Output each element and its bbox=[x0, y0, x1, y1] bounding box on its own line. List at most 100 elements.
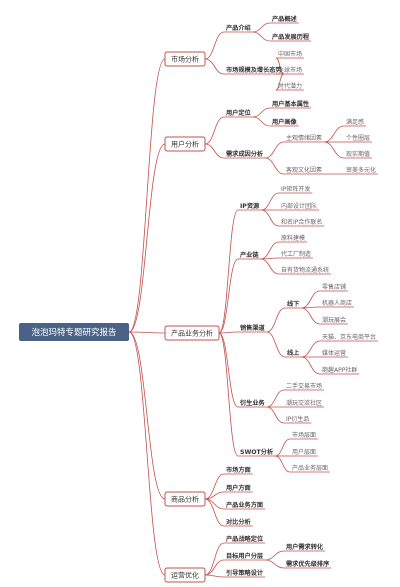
connector-o3 bbox=[204, 574, 225, 578]
branch-label: 产品业务分析 bbox=[171, 329, 213, 338]
connector-g3 bbox=[204, 498, 225, 510]
node-b2[interactable]: 产业链 bbox=[238, 251, 261, 260]
connector-b4a bbox=[266, 389, 285, 408]
node-b4a[interactable]: 二手交易市场 bbox=[284, 382, 325, 391]
connector-u2a bbox=[265, 141, 285, 159]
connector-u1b bbox=[252, 116, 271, 127]
node-label: 客观文化因素 bbox=[286, 166, 322, 174]
node-m2b[interactable]: 全球市场 bbox=[276, 66, 305, 75]
node-label: 零售店铺 bbox=[322, 283, 346, 291]
connector-u2 bbox=[204, 143, 225, 159]
node-b2b[interactable]: 代工厂制造 bbox=[279, 250, 314, 259]
node-label: 机器人商店 bbox=[322, 299, 352, 307]
connector-b1c bbox=[261, 209, 280, 227]
node-o2[interactable]: 目标用户分层 bbox=[224, 552, 266, 561]
node-label: 审美多元化 bbox=[346, 166, 376, 174]
node-u2b[interactable]: 客观文化因素 bbox=[284, 166, 325, 175]
node-label: 内部设计团队 bbox=[281, 202, 317, 210]
node-b2c[interactable]: 自有货物流通系统 bbox=[279, 266, 332, 275]
node-u1a[interactable]: 用户基本属性 bbox=[270, 100, 312, 109]
node-b3b[interactable]: 线上 bbox=[285, 349, 302, 358]
node-b4[interactable]: 衍生业务 bbox=[238, 399, 267, 408]
connector-u2b bbox=[265, 157, 285, 175]
node-b5a[interactable]: 市场层面 bbox=[290, 431, 319, 440]
branch-user[interactable]: 用户分析 bbox=[164, 136, 206, 152]
node-u2a1[interactable]: 满足感 bbox=[344, 118, 367, 127]
connector-b2c bbox=[260, 258, 280, 275]
node-g1[interactable]: 市场方面 bbox=[224, 466, 253, 475]
node-b3a3[interactable]: 潮玩展会 bbox=[320, 316, 349, 325]
node-b5b[interactable]: 用户层面 bbox=[290, 448, 319, 457]
node-b5[interactable]: SWOT分析 bbox=[238, 448, 276, 457]
node-b3b1[interactable]: 天猫、京东电商平台 bbox=[320, 333, 379, 342]
node-m1b[interactable]: 产品发展历程 bbox=[270, 33, 312, 42]
node-m2c[interactable]: 时代潜力 bbox=[276, 82, 305, 91]
connector-business bbox=[128, 331, 166, 334]
node-label: 产业链 bbox=[240, 251, 259, 259]
node-label: 销售渠道 bbox=[240, 324, 266, 332]
node-o1[interactable]: 产品战略定位 bbox=[224, 535, 266, 544]
node-label: 市场层面 bbox=[292, 431, 316, 439]
root-node[interactable]: 泡泡玛特专题研究报告 bbox=[19, 323, 129, 341]
node-g4[interactable]: 对比分析 bbox=[224, 518, 253, 527]
node-b2a[interactable]: 原料建模 bbox=[279, 234, 308, 243]
node-o2b[interactable]: 需求优先级排序 bbox=[284, 560, 332, 569]
node-label: 媒体运营 bbox=[322, 349, 346, 357]
node-u2[interactable]: 需求成因分析 bbox=[224, 150, 266, 159]
branch-box bbox=[164, 491, 206, 507]
connector-b3b bbox=[266, 331, 286, 358]
node-b3a2[interactable]: 机器人商店 bbox=[320, 299, 355, 308]
node-label: 需求优先级排序 bbox=[286, 560, 330, 568]
node-b1b[interactable]: 内部设计团队 bbox=[279, 202, 320, 211]
node-m1[interactable]: 产品介绍 bbox=[224, 24, 253, 33]
node-m2[interactable]: 市场规模及增长态势 bbox=[224, 66, 284, 75]
node-b4b[interactable]: 潮玩交流社区 bbox=[284, 399, 325, 408]
connector-b3a3 bbox=[301, 307, 321, 325]
connector-b4c bbox=[266, 406, 285, 424]
connector-b5c bbox=[275, 455, 291, 473]
node-label: IP矩阵开发 bbox=[281, 185, 310, 193]
root-box bbox=[19, 323, 129, 341]
node-b1a[interactable]: IP矩阵开发 bbox=[279, 185, 313, 194]
node-m1a[interactable]: 产品概述 bbox=[270, 15, 299, 24]
node-label: 产品业务层面 bbox=[292, 464, 328, 472]
node-u1[interactable]: 用户定位 bbox=[224, 109, 253, 118]
node-m2a[interactable]: 中国市场 bbox=[276, 50, 305, 59]
connector-g2 bbox=[204, 491, 225, 500]
connector-b1a bbox=[261, 192, 280, 211]
node-g3[interactable]: 产品业务方面 bbox=[224, 501, 266, 510]
branch-business[interactable]: 产品业务分析 bbox=[164, 325, 220, 341]
node-u2a2[interactable]: 个性圈层 bbox=[344, 134, 373, 143]
connector-g1 bbox=[204, 473, 225, 500]
node-u2a[interactable]: 主观情绪因素 bbox=[284, 134, 325, 143]
connector-b5a bbox=[275, 438, 291, 457]
connector-b1 bbox=[218, 209, 239, 334]
node-label: SWOT分析 bbox=[240, 448, 274, 456]
node-g2[interactable]: 用户方面 bbox=[224, 484, 253, 493]
node-b5c[interactable]: 产品业务层面 bbox=[290, 464, 331, 473]
connector-m1a bbox=[252, 22, 271, 33]
node-o2a[interactable]: 用户需求转化 bbox=[284, 543, 326, 552]
node-b3[interactable]: 销售渠道 bbox=[238, 324, 267, 333]
node-label: 自有货物流通系统 bbox=[281, 266, 329, 274]
node-b1c[interactable]: 和名IP合作联名 bbox=[279, 218, 325, 227]
connector-u2a1 bbox=[323, 125, 345, 143]
branch-ops[interactable]: 运营优化 bbox=[164, 567, 206, 583]
node-u2a3[interactable]: 现实期值 bbox=[344, 150, 373, 159]
node-b3b2[interactable]: 媒体运营 bbox=[320, 349, 349, 358]
connector-m2 bbox=[204, 58, 225, 75]
node-b4c[interactable]: IP衍生品 bbox=[284, 415, 312, 424]
branch-market[interactable]: 市场分析 bbox=[164, 51, 206, 67]
node-label: 需求成因分析 bbox=[226, 150, 264, 158]
branch-goods[interactable]: 商品分析 bbox=[164, 491, 206, 507]
node-label: IP资源 bbox=[240, 202, 260, 210]
node-u1b[interactable]: 用户画像 bbox=[270, 118, 299, 127]
node-b3a1[interactable]: 零售店铺 bbox=[320, 283, 349, 292]
node-o3[interactable]: 引导策略设计 bbox=[224, 569, 266, 578]
node-b3b3[interactable]: 葩趣APP社群 bbox=[320, 366, 360, 375]
node-b1[interactable]: IP资源 bbox=[238, 202, 262, 211]
node-u2b1[interactable]: 审美多元化 bbox=[344, 166, 379, 175]
node-b3a[interactable]: 线下 bbox=[285, 300, 302, 309]
connector-b3a1 bbox=[301, 290, 321, 309]
